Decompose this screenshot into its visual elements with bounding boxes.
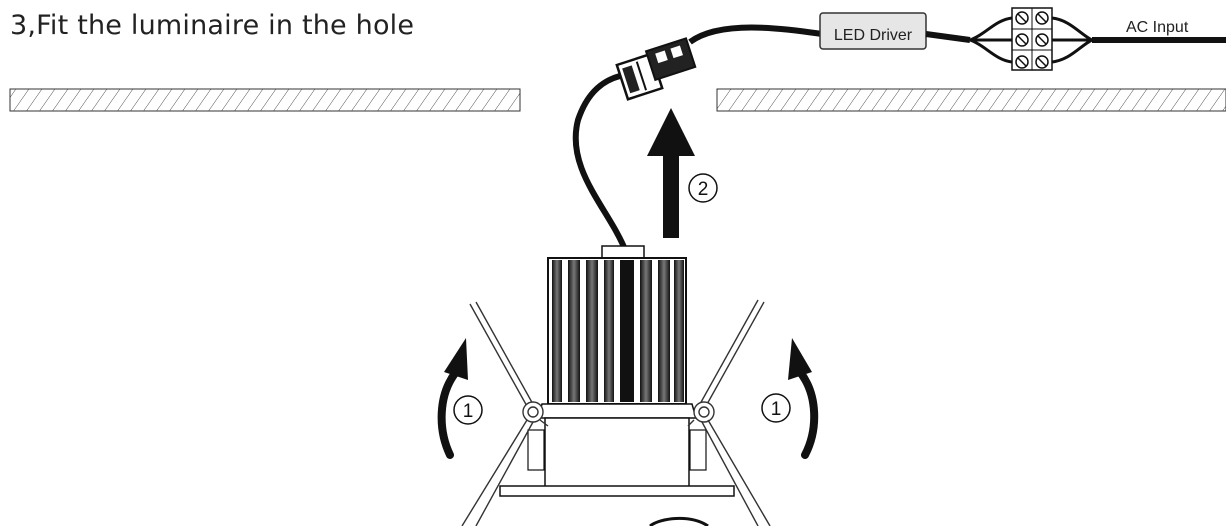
terminal-block-icon xyxy=(1011,7,1053,71)
led-driver-label: LED Driver xyxy=(834,27,913,44)
driver-output-cable xyxy=(925,31,971,43)
spring-clip-left xyxy=(461,301,549,526)
ceiling-left xyxy=(9,88,521,112)
luminaire xyxy=(499,245,735,526)
ac-input-label: AC Input xyxy=(1126,19,1189,36)
connector-icon xyxy=(615,37,697,101)
step-1-right-number: 1 xyxy=(771,399,782,420)
led-driver: LED Driver xyxy=(819,12,927,50)
curved-arrow-icon xyxy=(788,338,819,459)
split-wires xyxy=(969,16,1093,64)
ceiling-right xyxy=(716,88,1226,112)
step-2-number: 2 xyxy=(698,179,709,200)
heatsink-fins xyxy=(552,260,684,402)
curved-arrow-icon xyxy=(437,338,468,459)
luminaire-cable xyxy=(572,73,629,255)
spring-clip-right xyxy=(687,299,771,526)
step-1-left-marker xyxy=(453,395,483,425)
arrow-up-icon xyxy=(647,108,695,238)
step-1-right-marker xyxy=(761,393,791,423)
step-heading: 3,Fit the luminaire in the hole xyxy=(10,10,415,41)
driver-cable xyxy=(688,24,823,45)
step-1-left-number: 1 xyxy=(463,401,474,422)
step-2-marker xyxy=(688,173,718,203)
